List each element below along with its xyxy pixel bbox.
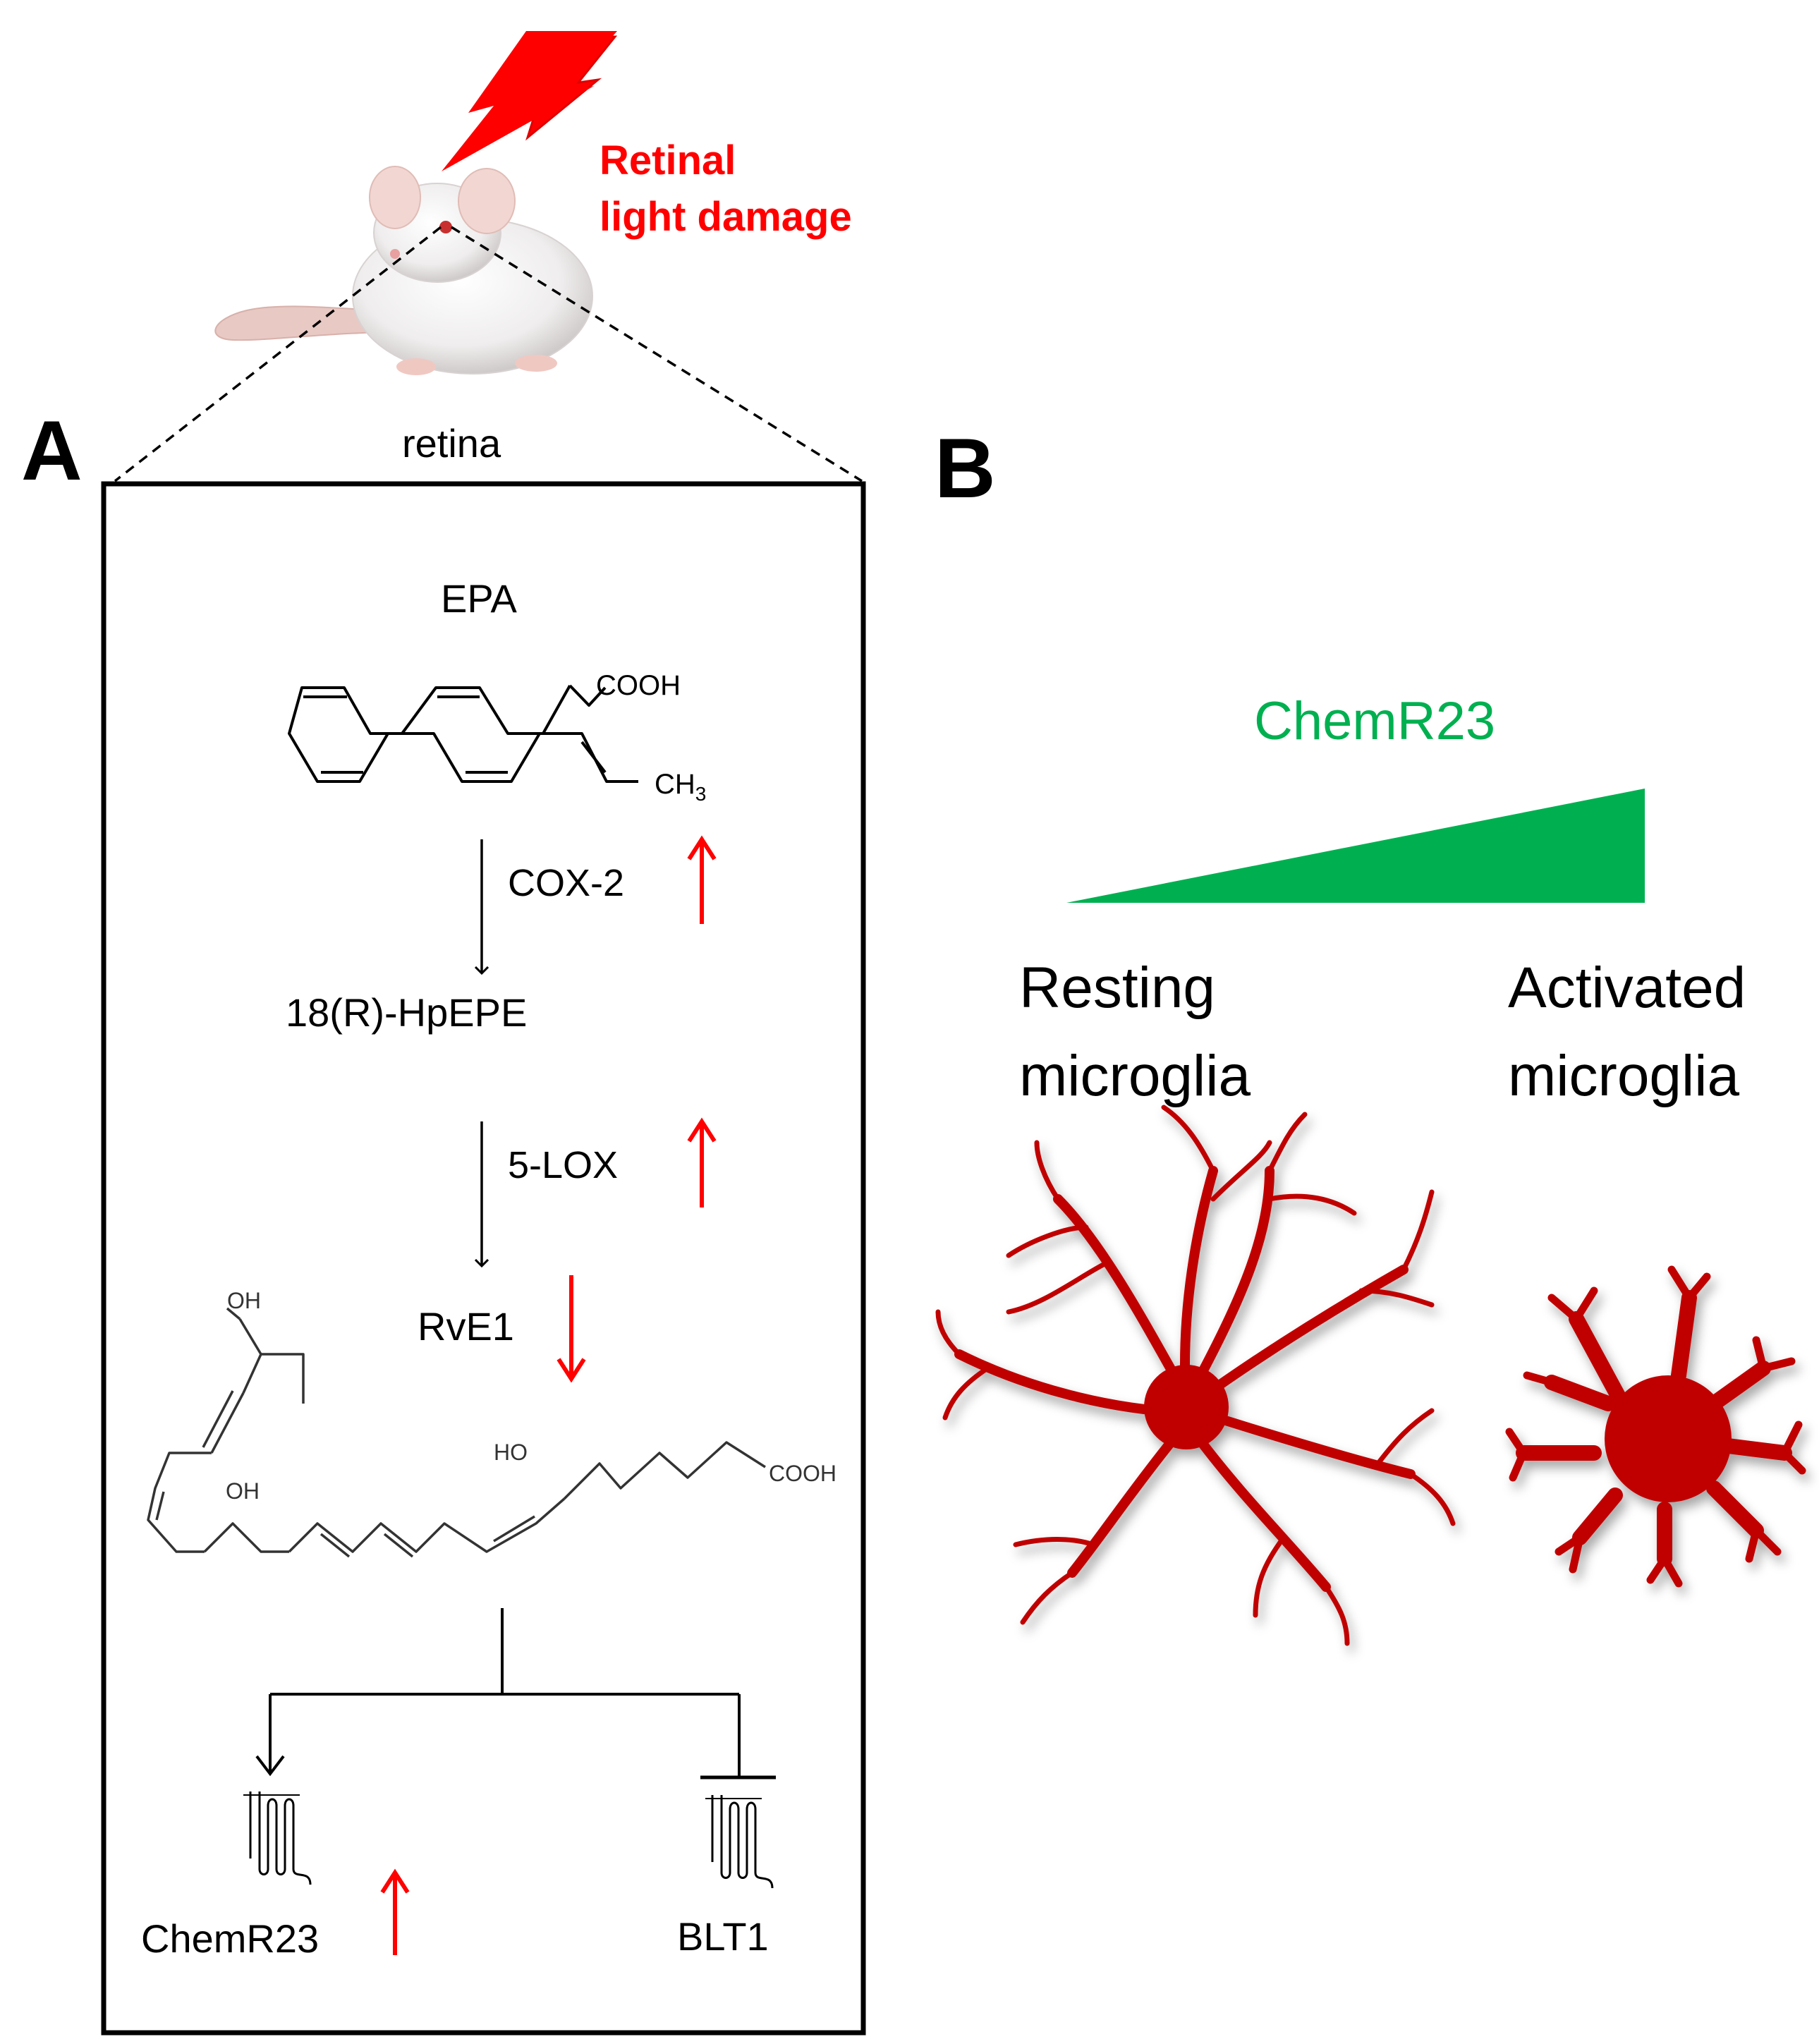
activated-microglia-icon — [1505, 1265, 1806, 1588]
activated-line2: microglia — [1508, 1044, 1739, 1108]
lightning-bolt-icon — [442, 31, 618, 171]
zoom-line-right — [451, 226, 863, 482]
damage-label-line2: light damage — [600, 194, 852, 240]
cox2-label: COX-2 — [508, 862, 624, 904]
mouse-illustration — [214, 166, 593, 375]
resting-line1: Resting — [1019, 956, 1215, 1020]
resting-line2: microglia — [1019, 1044, 1251, 1108]
receptor-left-label: ChemR23 — [141, 1916, 319, 1961]
chemr23-gradient-wedge — [1066, 789, 1645, 903]
rve1-oh-top: OH — [227, 1288, 261, 1313]
lox5-up-arrow-icon — [687, 1117, 717, 1207]
rve1-down-arrow-icon — [556, 1275, 586, 1383]
gradient-label: ChemR23 — [1254, 691, 1495, 751]
panel-a-box — [101, 481, 866, 2036]
damage-label-line1: Retinal — [600, 138, 736, 183]
blt1-receptor-icon — [705, 1795, 774, 1889]
epa-structure — [288, 684, 638, 783]
chemr23-up-arrow-icon — [380, 1868, 410, 1955]
receptor-right-label: BLT1 — [677, 1914, 769, 1959]
epa-cooh: COOH — [596, 670, 681, 701]
intermediate-label: 18(R)-HpEPE — [286, 990, 527, 1035]
panel-b-label: B — [935, 421, 996, 516]
rve1-label: RvE1 — [418, 1304, 514, 1349]
resting-microglia-icon — [935, 1105, 1456, 1646]
epa-ch3: CH3 — [655, 769, 706, 805]
lox5-label: 5-LOX — [508, 1144, 618, 1186]
epa-label: EPA — [441, 576, 518, 621]
rve1-cooh: COOH — [769, 1461, 837, 1486]
retina-label: retina — [402, 421, 501, 466]
rve1-oh-mid: OH — [226, 1478, 260, 1504]
panel-a-label: A — [21, 403, 83, 498]
activated-line1: Activated — [1508, 956, 1746, 1020]
zoom-line-left — [114, 226, 442, 482]
cox2-up-arrow-icon — [687, 835, 717, 924]
branch-lines — [255, 1608, 776, 1780]
rve1-structure — [147, 1307, 766, 1558]
chemr23-receptor-icon — [243, 1791, 312, 1885]
rve1-ho: HO — [494, 1440, 528, 1465]
